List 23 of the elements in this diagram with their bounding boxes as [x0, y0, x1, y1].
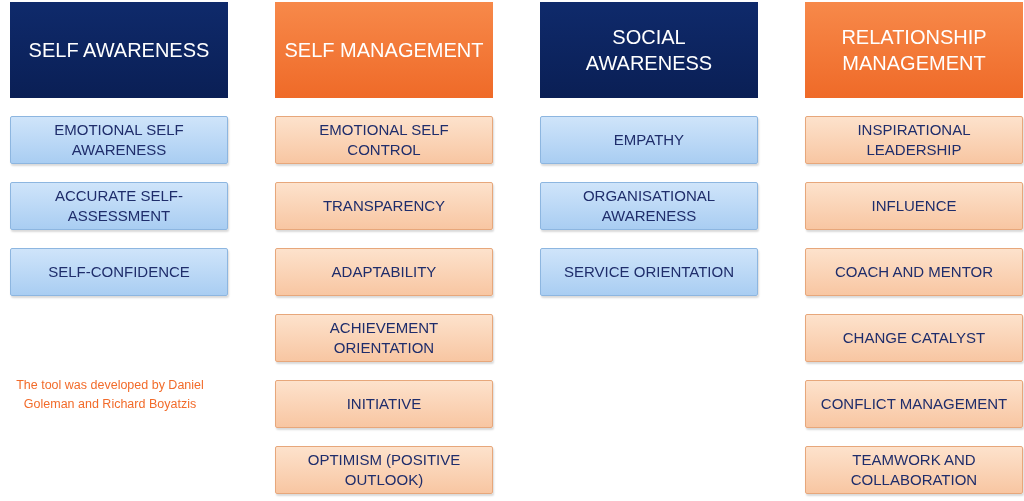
- competency-box: EMOTIONAL SELF AWARENESS: [10, 116, 228, 164]
- competency-box: ACCURATE SELF-ASSESSMENT: [10, 182, 228, 230]
- competency-box: ORGANISATIONAL AWARENESS: [540, 182, 758, 230]
- competency-box: CONFLICT MANAGEMENT: [805, 380, 1023, 428]
- competency-box: TRANSPARENCY: [275, 182, 493, 230]
- competency-box: SERVICE ORIENTATION: [540, 248, 758, 296]
- competency-box: EMPATHY: [540, 116, 758, 164]
- competency-box: INSPIRATIONAL LEADERSHIP: [805, 116, 1023, 164]
- competency-box: TEAMWORK AND COLLABORATION: [805, 446, 1023, 494]
- competency-box: ACHIEVEMENT ORIENTATION: [275, 314, 493, 362]
- category-header: SELF AWARENESS: [10, 2, 228, 98]
- competency-box: COACH AND MENTOR: [805, 248, 1023, 296]
- competency-box: INFLUENCE: [805, 182, 1023, 230]
- category-header: SELF MANAGEMENT: [275, 2, 493, 98]
- competency-box: ADAPTABILITY: [275, 248, 493, 296]
- category-header: SOCIAL AWARENESS: [540, 2, 758, 98]
- competency-box: EMOTIONAL SELF CONTROL: [275, 116, 493, 164]
- footnote: The tool was developed by Daniel Goleman and Richard Boyatzis: [15, 377, 205, 413]
- competency-box: INITIATIVE: [275, 380, 493, 428]
- category-header: RELATIONSHIP MANAGEMENT: [805, 2, 1023, 98]
- competency-box: SELF-CONFIDENCE: [10, 248, 228, 296]
- competency-box: OPTIMISM (POSITIVE OUTLOOK): [275, 446, 493, 494]
- competency-box: CHANGE CATALYST: [805, 314, 1023, 362]
